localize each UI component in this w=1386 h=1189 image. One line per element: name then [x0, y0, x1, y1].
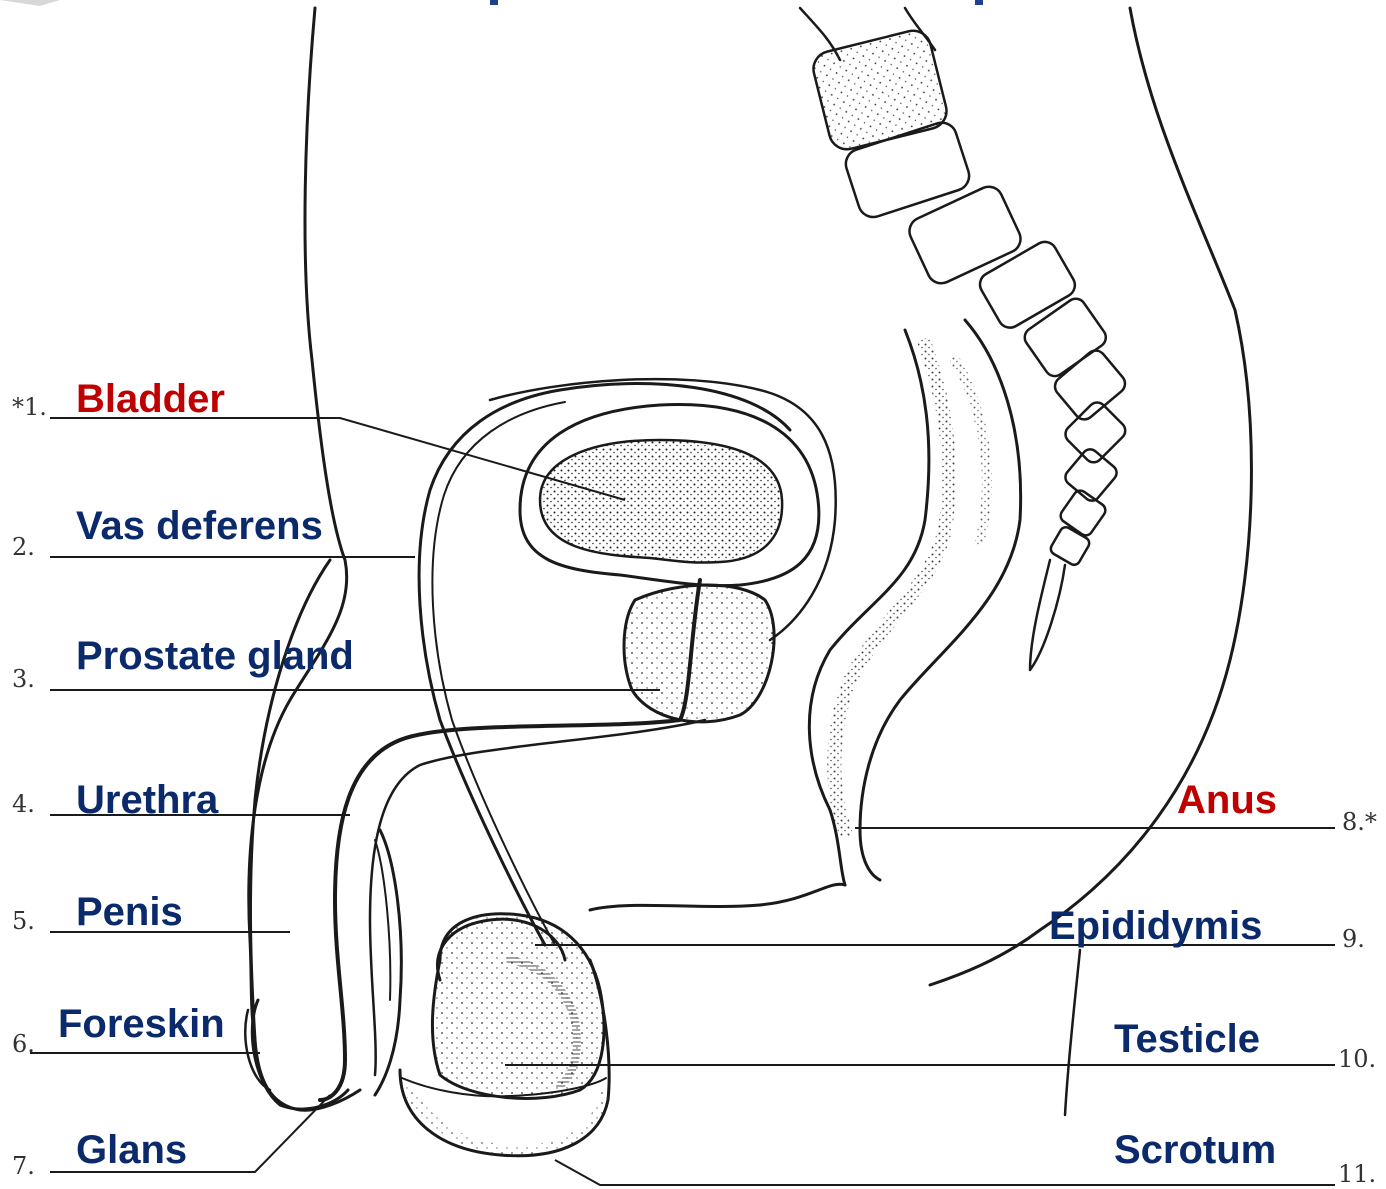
label-prostate-gland: Prostate gland	[76, 636, 354, 676]
label-testicle: Testicle	[1114, 1019, 1260, 1059]
label-glans: Glans	[76, 1130, 187, 1170]
label-number-11: 11.	[1338, 1160, 1376, 1188]
label-number-8: 8.*	[1342, 808, 1377, 836]
label-number-6: 6.	[12, 1030, 35, 1058]
label-epididymis: Epididymis	[1049, 906, 1262, 946]
rectum	[809, 320, 1020, 885]
sacrum-vertebrae	[800, 8, 1129, 670]
prostate	[624, 585, 774, 722]
label-scrotum: Scrotum	[1114, 1130, 1276, 1170]
label-urethra: Urethra	[76, 780, 218, 820]
label-number-2: 2.	[12, 533, 35, 561]
leader-1	[50, 418, 625, 500]
perineum-line	[590, 884, 845, 910]
testicle	[432, 914, 604, 1099]
label-number-4: 4.	[12, 790, 35, 818]
label-number-10: 10.	[1338, 1045, 1376, 1073]
label-foreskin: Foreskin	[58, 1004, 225, 1044]
label-number-9: 9.	[1342, 925, 1365, 953]
label-number-1: *1.	[12, 393, 47, 421]
label-number-7: 7.	[12, 1152, 35, 1180]
label-vas-deferens: Vas deferens	[76, 506, 323, 546]
thigh-curve	[1065, 950, 1080, 1115]
foreskin	[245, 1010, 270, 1090]
label-anus: Anus	[1177, 780, 1277, 820]
label-penis: Penis	[76, 892, 183, 932]
label-number-5: 5.	[12, 907, 35, 935]
label-number-3: 3.	[12, 665, 35, 693]
label-bladder: Bladder	[76, 379, 225, 419]
cropped-title-bar	[0, 0, 1386, 6]
